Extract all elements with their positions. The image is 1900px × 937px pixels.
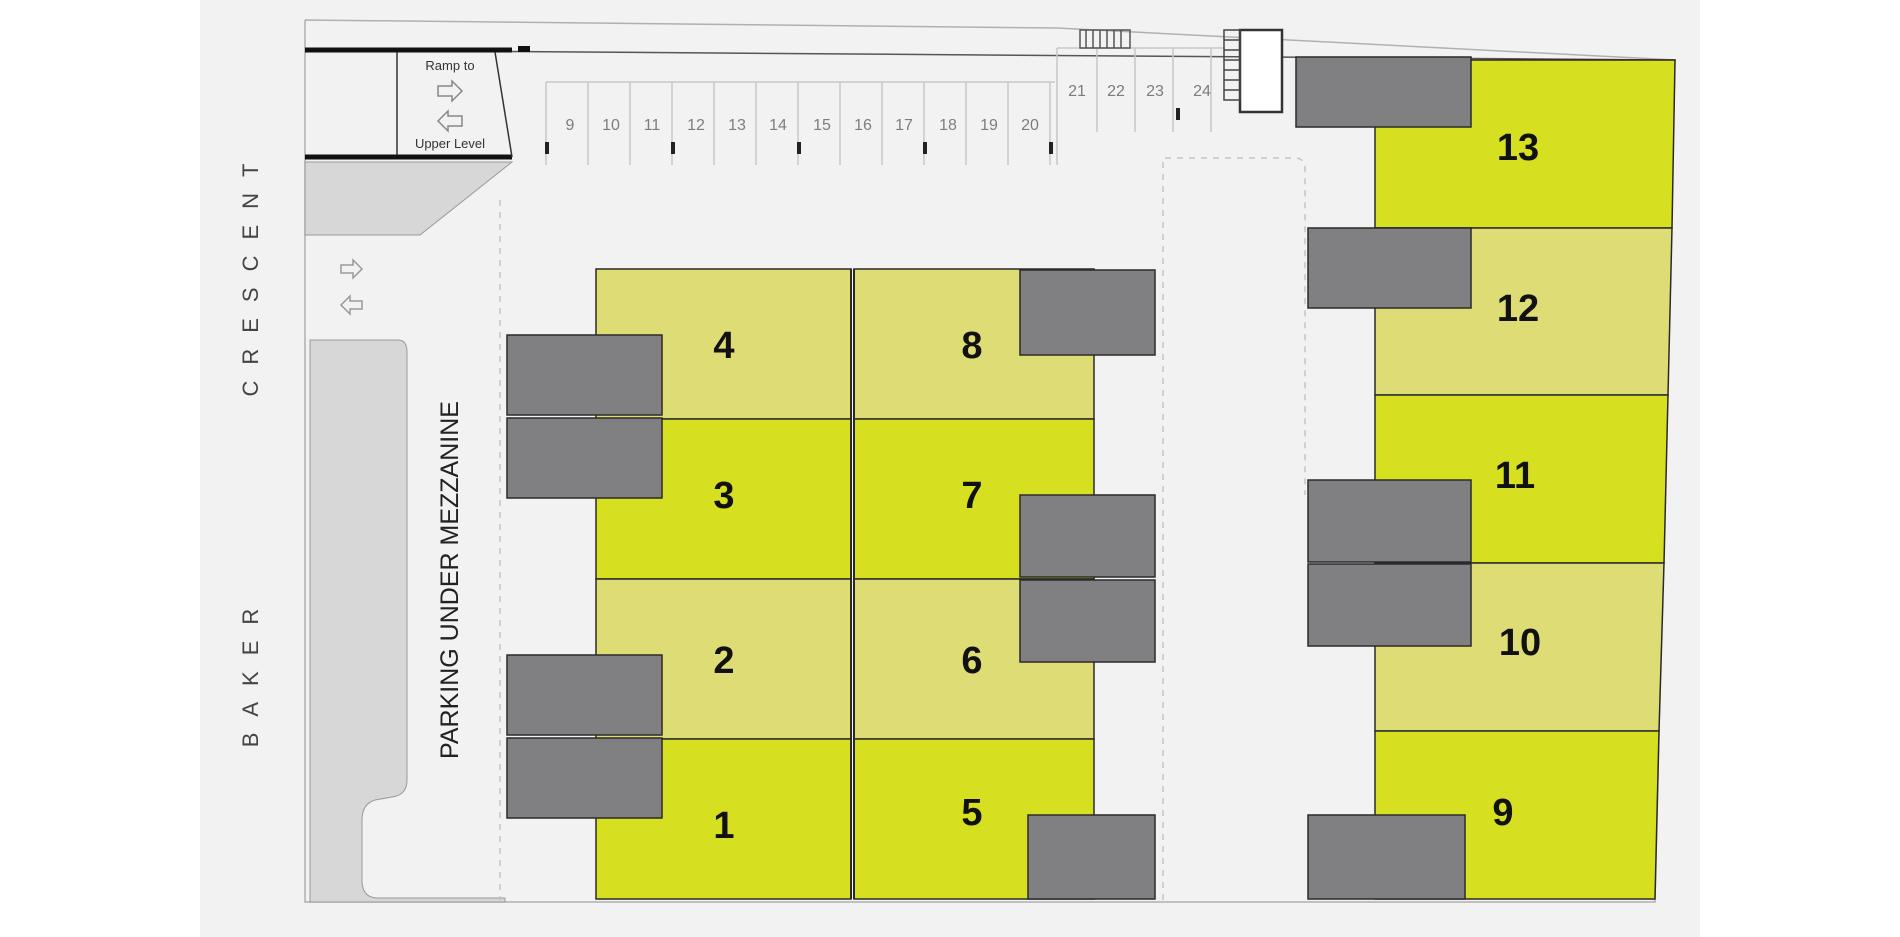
ramp-arrow-left-icon [436, 109, 463, 133]
unit-7-label: 7 [961, 475, 982, 517]
stair-tower-icon [1223, 28, 1284, 114]
entry-arrow-right-icon [340, 258, 364, 280]
building-block [1307, 563, 1472, 647]
ramp-area [304, 46, 530, 236]
stall-number: 24 [1193, 83, 1211, 100]
building-block [1019, 579, 1156, 663]
unit-2-label: 2 [713, 640, 734, 682]
building-block [506, 654, 663, 736]
unit-9-label: 9 [1492, 792, 1513, 834]
parking-stall-lines [545, 47, 1225, 165]
unit-6-label: 6 [961, 640, 982, 682]
ramp-walkway [304, 161, 514, 236]
stall-number: 19 [980, 117, 998, 134]
building-block [506, 334, 663, 416]
drive-aisle-dashed-outline [1162, 157, 1306, 900]
unit-1-label: 1 [713, 805, 734, 847]
street-name-crescent: CRESCENT [238, 147, 263, 396]
street-name-baker: BAKER [238, 593, 263, 748]
stall-number: 23 [1146, 83, 1164, 100]
unit-13-label: 13 [1497, 127, 1539, 169]
stall-number: 13 [728, 117, 746, 134]
unit-4-label: 4 [713, 325, 734, 367]
stall-number: 17 [895, 117, 913, 134]
building-block [1027, 814, 1156, 900]
unit-11-label: 11 [1495, 455, 1535, 497]
stall-number: 16 [854, 117, 872, 134]
stall-number: 12 [687, 117, 705, 134]
building-block [1019, 269, 1156, 356]
left-walkway [309, 339, 506, 903]
stall-number: 14 [769, 117, 787, 134]
unit-5-label: 5 [961, 792, 982, 834]
unit-12-label: 12 [1497, 288, 1539, 330]
entry-arrow-left-icon [339, 294, 363, 316]
stall-number: 9 [566, 117, 575, 134]
stall-number: 11 [644, 117, 661, 134]
unit-8-label: 8 [961, 325, 982, 367]
building-block [1295, 56, 1472, 128]
gray-building-blocks [506, 56, 1472, 900]
stall-number: 21 [1068, 83, 1086, 100]
ramp-label-line1: Ramp to [425, 58, 474, 73]
stall-number: 10 [602, 117, 620, 134]
stall-number: 15 [813, 117, 831, 134]
building-block [1307, 227, 1472, 309]
unit-10-label: 10 [1499, 622, 1541, 664]
stall-number: 18 [939, 117, 957, 134]
parking-under-mezzanine-label: PARKING UNDER MEZZANINE [436, 401, 464, 759]
building-block [1307, 814, 1466, 900]
ramp-arrow-right-icon [437, 79, 464, 103]
ramp-label-line2: Upper Level [415, 136, 485, 151]
unit-block-left [595, 268, 1095, 900]
building-block [506, 417, 663, 499]
unit-number-labels: 1 2 3 4 5 6 7 8 9 10 11 12 13 [713, 127, 1541, 847]
stairs-icon [1079, 29, 1131, 49]
building-block [1307, 479, 1472, 563]
stall-number: 20 [1021, 117, 1039, 134]
unit-3-label: 3 [713, 475, 734, 517]
building-block [506, 737, 663, 819]
building-block [1019, 494, 1156, 578]
stall-number-labels: 9 10 11 12 13 14 15 16 17 18 19 20 21 22… [566, 83, 1211, 134]
stall-number: 22 [1107, 83, 1125, 100]
